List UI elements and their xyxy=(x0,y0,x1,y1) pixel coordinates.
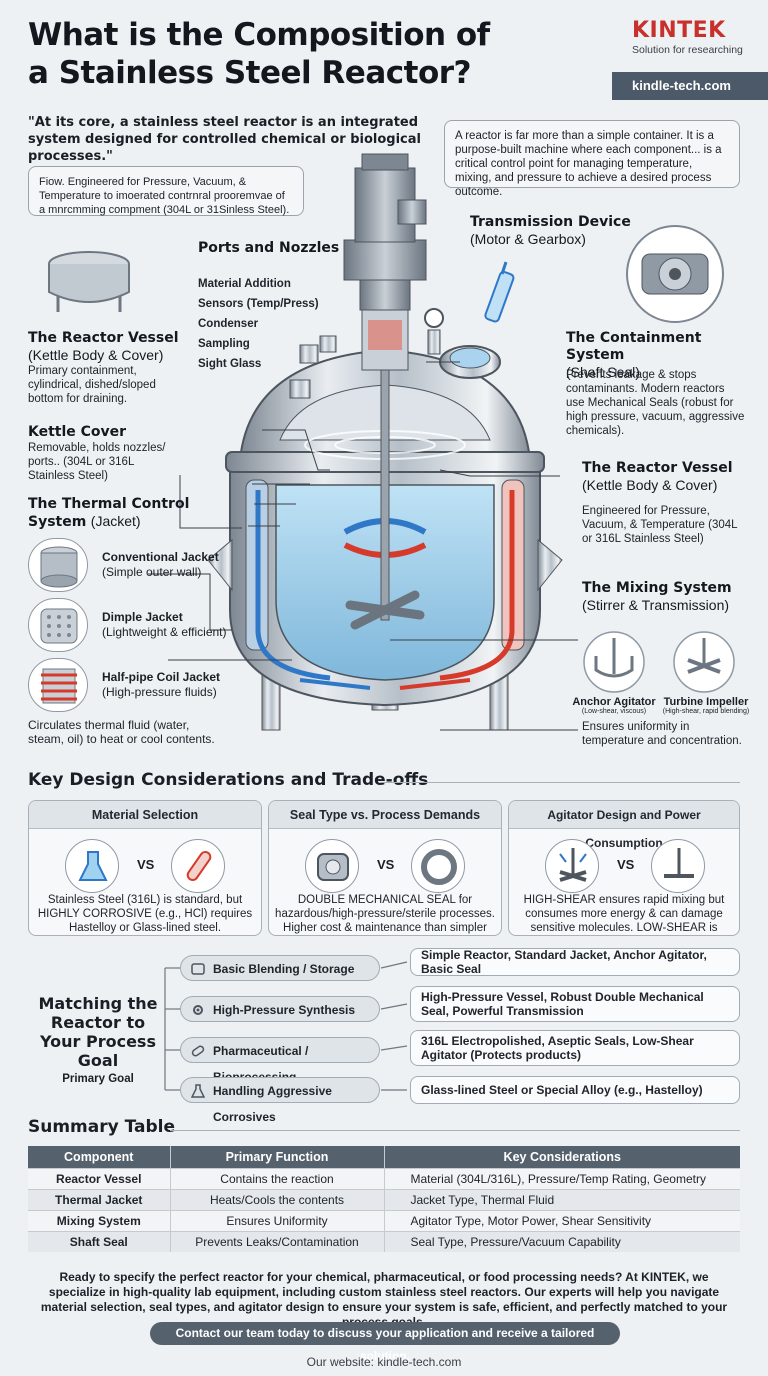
gear-icon xyxy=(193,1005,203,1015)
thermal-label: The Thermal Control System (Jacket) xyxy=(28,496,190,530)
reactor-illustration xyxy=(148,153,578,731)
intro-left-bubble: Fiow. Engineered for Pressure, Vacuum, &… xyxy=(28,166,304,216)
containment-desc: Prevents leakage & stops contaminants. M… xyxy=(566,369,745,437)
vessel-right-desc: Engineered for Pressure, Vacuum, & Tempe… xyxy=(582,505,738,545)
matching-heading-block: Matching the Reactor to Your Process Goa… xyxy=(28,994,168,1085)
matching-connectors xyxy=(164,961,408,1091)
matching-sub: Primary Goal xyxy=(62,1073,134,1085)
ports-title: Ports and Nozzles xyxy=(198,240,340,256)
anchor-agitator-label: Anchor Agitator (Low-shear, viscous) xyxy=(572,696,656,715)
summary-divider xyxy=(170,1130,740,1131)
brand-tagline: Solution for researching xyxy=(632,44,743,56)
brand-logo[interactable]: KINTEK Solution for researching xyxy=(632,18,758,56)
port-condenser: Condenser xyxy=(198,318,259,330)
summary-heading: Summary Table xyxy=(28,1117,176,1137)
mixing-label: The Mixing System (Stirrer & Transmissio… xyxy=(582,580,732,613)
result-pharmaceutical: 316L Electropolished, Aseptic Seals, Low… xyxy=(410,1030,740,1066)
double-seal-icon xyxy=(305,839,359,893)
cta-text: Ready to specify the perfect reactor for… xyxy=(40,1270,728,1329)
col-component: Component xyxy=(28,1146,170,1168)
flask-icon xyxy=(65,839,119,893)
brand-name: KINTEK xyxy=(632,18,726,43)
heading-divider xyxy=(380,782,740,783)
half-pipe-coil-icon xyxy=(28,658,88,712)
col-function: Primary Function xyxy=(169,1146,384,1168)
kettle-icon xyxy=(48,251,130,312)
flask-small-icon xyxy=(191,1084,205,1098)
card-seal-type: Seal Type vs. Process Demands VS DOUBLE … xyxy=(268,800,502,936)
card-material-selection: Material Selection VS Stainless Steel (3… xyxy=(28,800,262,936)
result-basic-blending: Simple Reactor, Standard Jacket, Anchor … xyxy=(410,948,740,976)
vessel-right-label: The Reactor Vessel (Kettle Body & Cover) xyxy=(582,460,733,493)
summary-table: Component Primary Function Key Considera… xyxy=(28,1146,740,1252)
goal-high-pressure[interactable]: High-Pressure Synthesis xyxy=(180,996,380,1022)
test-tube-icon xyxy=(171,839,225,893)
port-material-addition: Material Addition xyxy=(198,278,291,290)
port-sensors: Sensors (Temp/Press) xyxy=(198,298,319,310)
intro-quote: "At its core, a stainless steel reactor … xyxy=(28,115,421,164)
intro-right-bubble: A reactor is far more than a simple cont… xyxy=(444,120,740,198)
blending-icon xyxy=(191,963,205,975)
mixing-footer: Ensures uniformity in temperature and co… xyxy=(582,721,742,747)
port-sight-glass: Sight Glass xyxy=(198,358,262,370)
table-row: Mixing System Ensures Uniformity Agitato… xyxy=(28,1209,740,1231)
low-shear-icon xyxy=(651,839,705,893)
thermal-footer: Circulates thermal fluid (water, steam, … xyxy=(28,718,215,746)
high-shear-icon xyxy=(545,839,599,893)
footer-website[interactable]: Our website: kindle-tech.com xyxy=(306,1355,462,1369)
table-row: Reactor Vessel Contains the reaction Mat… xyxy=(28,1167,740,1189)
kettle-cover-label: Kettle Cover Removable, holds nozzles/ p… xyxy=(28,424,166,482)
dimple-jacket-icon xyxy=(28,598,88,652)
goal-pharmaceutical[interactable]: Pharmaceutical / Bioprocessing xyxy=(180,1037,380,1084)
single-seal-icon xyxy=(411,839,465,893)
jacket-conventional: Conventional Jacket (Simple outer wall) xyxy=(28,538,248,592)
goal-corrosives[interactable]: Handling Aggressive Corrosives xyxy=(180,1077,380,1124)
jacket-half-pipe: Half-pipe Coil Jacket (High-pressure flu… xyxy=(28,658,248,712)
card-agitator-design: Agitator Design and Power Consumption VS… xyxy=(508,800,740,936)
table-row: Thermal Jacket Heats/Cools the contents … xyxy=(28,1188,740,1210)
contact-button[interactable]: Contact our team today to discuss your a… xyxy=(150,1322,620,1363)
conventional-jacket-icon xyxy=(28,538,88,592)
anchor-agitator-icon xyxy=(583,631,645,693)
port-sampling: Sampling xyxy=(198,338,250,350)
syringe-icon xyxy=(484,261,515,323)
vessel-left-label: The Reactor Vessel (Kettle Body & Cover)… xyxy=(28,330,179,405)
considerations-heading: Key Design Considerations and Trade-offs xyxy=(28,770,429,790)
pill-icon xyxy=(191,1045,205,1057)
goal-basic-blending[interactable]: Basic Blending / Storage xyxy=(180,955,380,981)
turbine-impeller-label: Turbine Impeller (High-shear, rapid blen… xyxy=(662,696,750,715)
jacket-dimple: Dimple Jacket (Lightweight & efficient) xyxy=(28,598,248,652)
col-considerations: Key Considerations xyxy=(383,1146,740,1168)
containment-label: The Containment System (Shaft Seal) xyxy=(566,330,702,380)
transmission-label: Transmission Device (Motor & Gearbox) xyxy=(470,214,631,247)
result-high-pressure: High-Pressure Vessel, Robust Double Mech… xyxy=(410,986,740,1022)
table-row: Shaft Seal Prevents Leaks/Contamination … xyxy=(28,1230,740,1252)
page-title: What is the Composition of a Stainless S… xyxy=(28,17,490,91)
matching-heading: Matching the Reactor to Your Process Goa… xyxy=(38,994,158,1070)
result-corrosives: Glass-lined Steel or Special Alloy (e.g.… xyxy=(410,1076,740,1104)
site-link[interactable]: kindle-tech.com xyxy=(612,72,768,100)
shaft-seal-icon xyxy=(626,225,724,323)
turbine-impeller-icon xyxy=(673,631,735,693)
